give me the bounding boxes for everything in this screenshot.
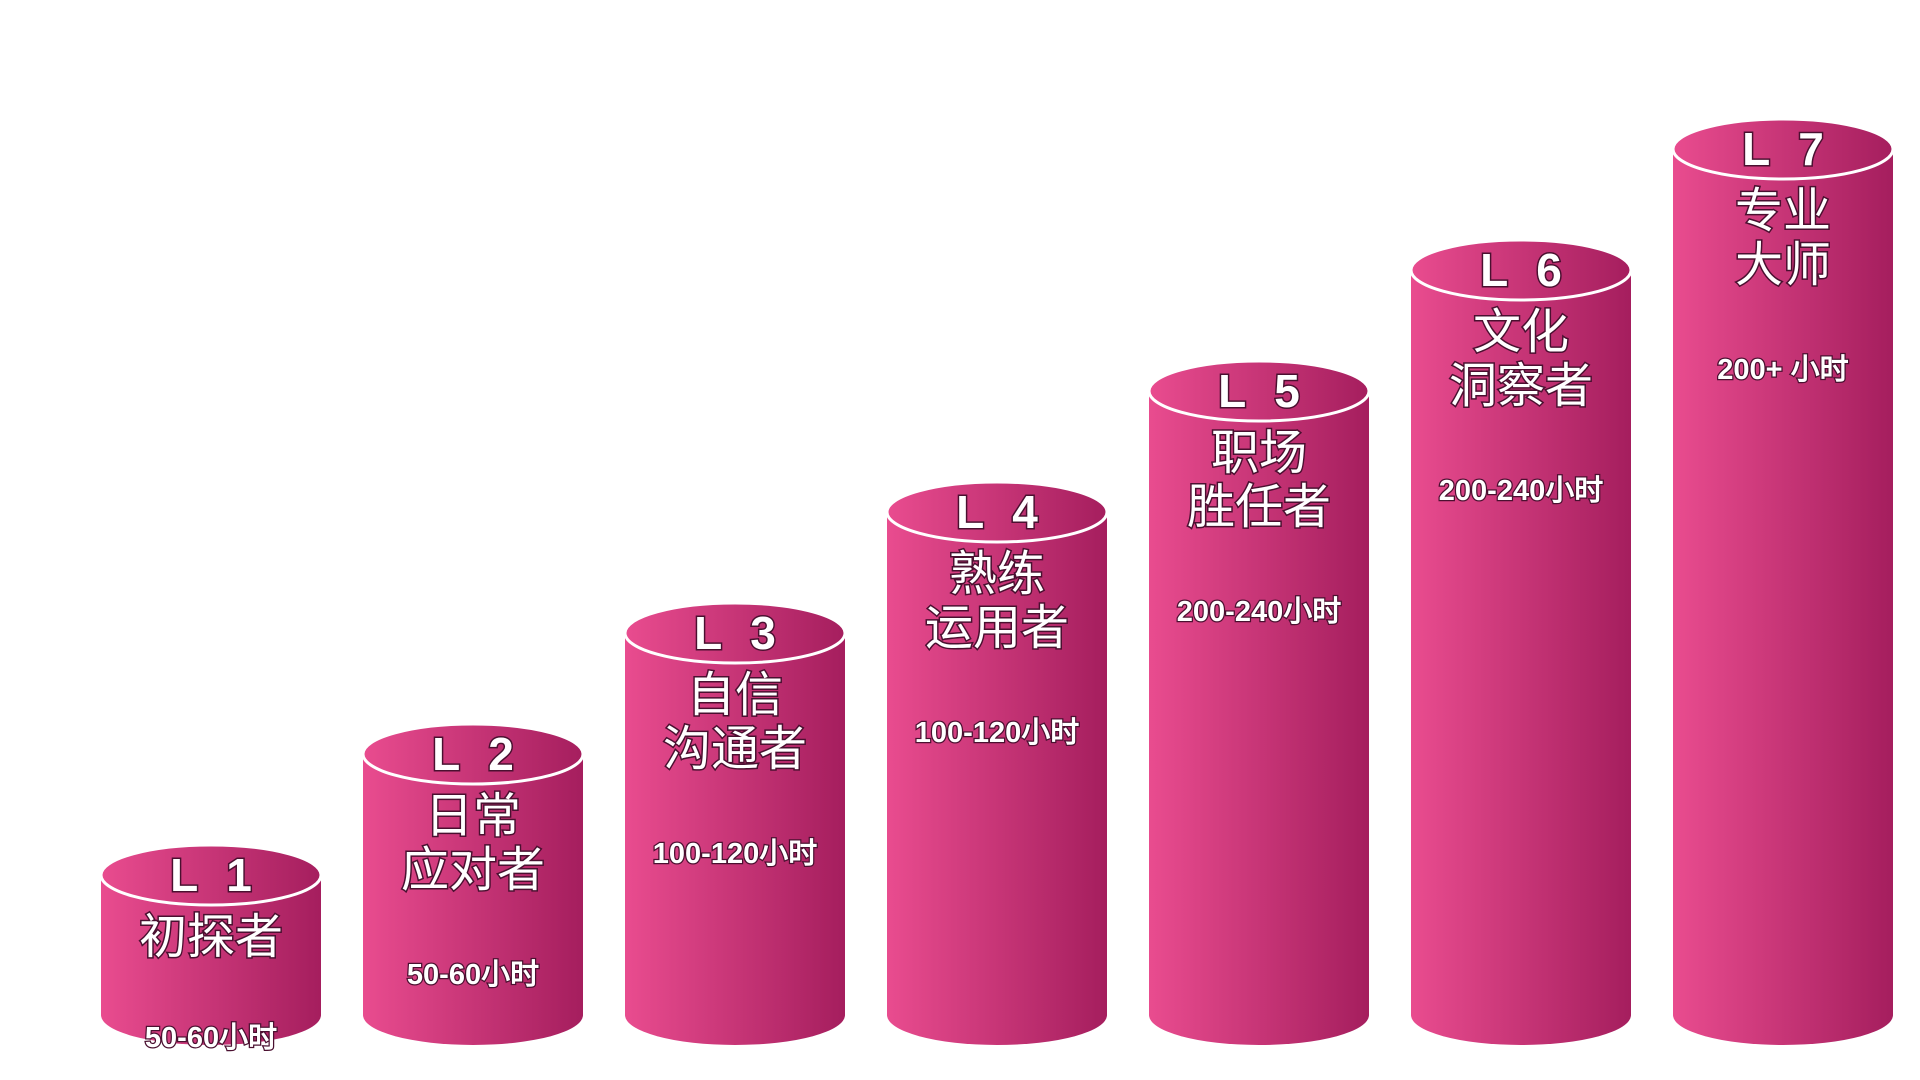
level-title-line: 运用者 [925, 600, 1069, 656]
level-label: L 7 [1742, 123, 1832, 175]
level-title-line: 职场 [1211, 425, 1307, 481]
cylinder-top [361, 722, 585, 786]
cylinder-top [99, 843, 323, 907]
cylinder-body [1149, 391, 1369, 1045]
level-title-line: 自信 [687, 667, 783, 723]
cylinder-body [625, 633, 845, 1045]
level-title-line: 沟通者 [663, 721, 807, 777]
level-title-line: 日常 [425, 788, 521, 844]
cylinder-body [1411, 270, 1631, 1045]
level-hours: 200-240小时 [1177, 595, 1341, 628]
level-label: L 4 [956, 486, 1046, 538]
level-title-line: 洞察者 [1449, 358, 1593, 414]
level-title-line: 文化 [1473, 304, 1569, 360]
level-label: L 1 [170, 849, 260, 901]
level-hours: 100-120小时 [915, 716, 1079, 749]
level-title-line: 熟练 [949, 546, 1045, 602]
cylinder-body [887, 512, 1107, 1045]
level-hours: 50-60小时 [145, 1021, 277, 1054]
cylinder-body [1673, 149, 1893, 1045]
level-hours: 100-120小时 [653, 837, 817, 870]
level-title-line: 专业 [1735, 183, 1831, 239]
level-step-1: L 1 初探者 50-60小时 [99, 843, 323, 1055]
level-label: L 2 [432, 728, 522, 780]
cylinder-top [1409, 238, 1633, 302]
level-hours: 50-60小时 [407, 958, 539, 991]
level-title-line: 大师 [1735, 237, 1831, 293]
cylinder-top [885, 480, 1109, 544]
level-hours: 200-240小时 [1439, 474, 1603, 507]
cylinder-body [363, 754, 583, 1045]
cylinder-top [1671, 117, 1895, 181]
level-label: L 6 [1480, 244, 1570, 296]
level-label: L 3 [694, 607, 784, 659]
level-label: L 5 [1218, 365, 1308, 417]
level-title-line: 初探者 [139, 909, 283, 965]
cylinder-body [101, 875, 321, 1045]
cylinder-top [623, 601, 847, 665]
level-title-line: 应对者 [401, 842, 545, 898]
level-hours: 200+ 小时 [1717, 353, 1848, 386]
level-title-line: 胜任者 [1187, 479, 1331, 535]
cylinder-top [1147, 359, 1371, 423]
